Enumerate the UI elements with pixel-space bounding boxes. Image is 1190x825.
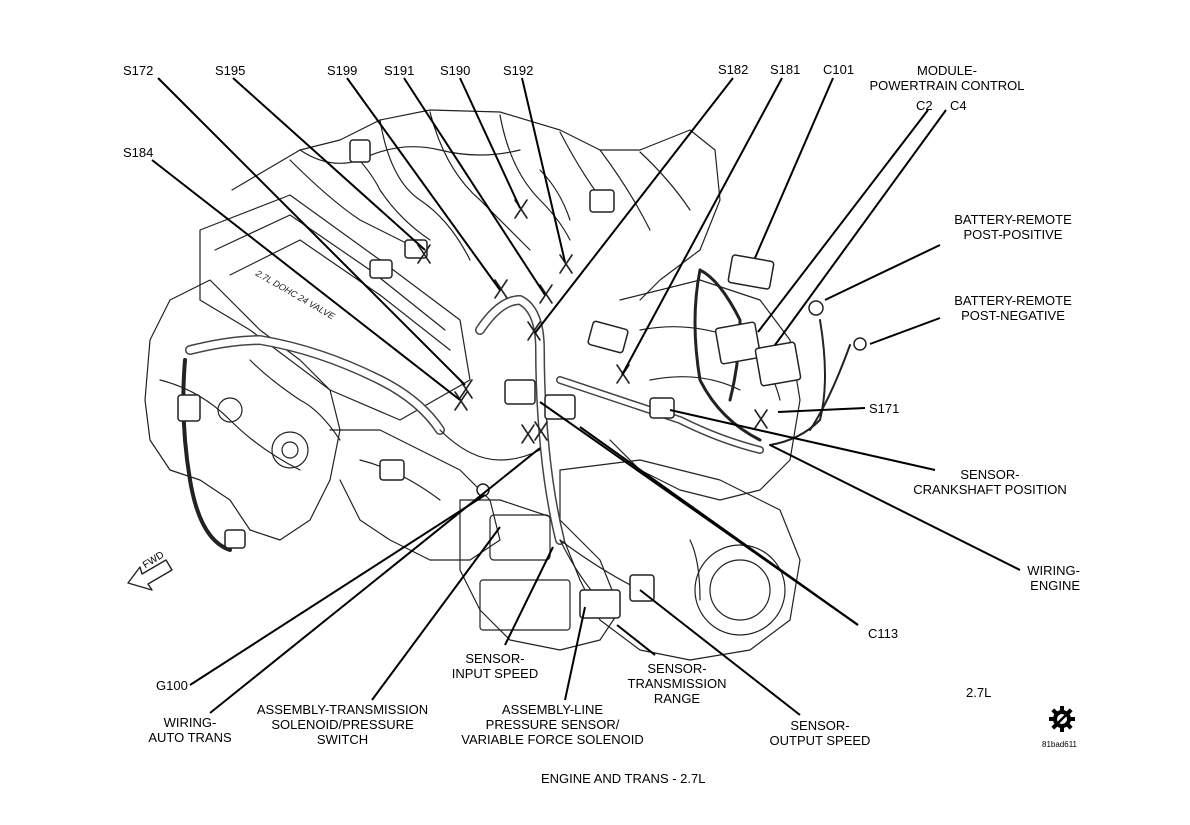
trans-range-line3: RANGE [653,691,701,706]
label-assembly-transmission-solenoid: ASSEMBLY-TRANSMISSION SOLENOID/PRESSURE … [240,702,445,747]
wiring-engine-line1: WIRING- [1027,563,1080,578]
label-s181: S181 [770,62,801,77]
label-c101: C101 [823,62,855,77]
bat-pos-line1: BATTERY-REMOTE [954,212,1072,227]
engine-illustration: 2.7L DOHC 24 VALVE [127,109,867,661]
solenoid-line3: SWITCH [316,732,369,747]
crank-line1: SENSOR- [960,467,1020,482]
label-s191: S191 [384,63,415,78]
wiring-auto-line2: AUTO TRANS [148,730,232,745]
label-s190: S190 [440,63,471,78]
label-s172: S172 [123,63,154,78]
label-s192: S192 [503,63,534,78]
solenoid-line2: SOLENOID/PRESSURE [271,717,414,732]
label-sensor-input-speed: SENSOR- INPUT SPEED [440,651,550,681]
output-speed-line1: SENSOR- [790,718,850,733]
trans-range-line2: TRANSMISSION [627,676,727,691]
label-engine-code: 2.7L [966,685,992,700]
label-sensor-output-speed: SENSOR- OUTPUT SPEED [755,718,885,748]
bat-neg-line1: BATTERY-REMOTE [954,293,1072,308]
bat-neg-line2: POST-NEGATIVE [961,308,1065,323]
linepress-line1: ASSEMBLY-LINE [501,702,604,717]
input-speed-line1: SENSOR- [465,651,525,666]
bat-pos-line2: POST-POSITIVE [963,227,1063,242]
label-s171: S171 [869,401,900,416]
label-battery-remote-post-negative: BATTERY-REMOTE POST-NEGATIVE [938,293,1088,323]
label-s199: S199 [327,63,358,78]
leader-lines [151,77,1021,716]
label-g100: G100 [156,678,188,693]
label-wiring-engine: WIRING- ENGINE [1000,563,1080,593]
label-s182: S182 [718,62,749,77]
gear-service-icon [1049,706,1075,732]
crank-line2: CRANKSHAFT POSITION [913,482,1067,497]
label-c4: C4 [950,98,967,113]
output-speed-line2: OUTPUT SPEED [769,733,871,748]
figure-id: 81bad611 [1042,740,1077,749]
label-s184: S184 [123,145,154,160]
input-speed-line2: INPUT SPEED [451,666,539,681]
label-sensor-transmission-range: SENSOR- TRANSMISSION RANGE [612,661,742,706]
label-c113: C113 [868,626,899,641]
wiring-auto-line1: WIRING- [163,715,217,730]
linepress-line2: PRESSURE SENSOR/ [485,717,620,732]
label-battery-remote-post-positive: BATTERY-REMOTE POST-POSITIVE [938,212,1088,242]
pcm-label-line2: POWERTRAIN CONTROL [869,78,1025,93]
label-s195: S195 [215,63,246,78]
solenoid-line1: ASSEMBLY-TRANSMISSION [256,702,429,717]
trans-range-line1: SENSOR- [647,661,707,676]
figure-caption: ENGINE AND TRANS - 2.7L [541,771,706,786]
label-sensor-crankshaft-position: SENSOR- CRANKSHAFT POSITION [900,467,1080,497]
linepress-line3: VARIABLE FORCE SOLENOID [461,732,644,747]
label-wiring-auto-trans: WIRING- AUTO TRANS [130,715,250,745]
wiring-engine-line2: ENGINE [1030,578,1080,593]
label-c2: C2 [916,98,933,113]
label-module-powertrain-control: MODULE- POWERTRAIN CONTROL [858,63,1036,93]
pcm-label-line1: MODULE- [917,63,977,78]
label-assembly-line-pressure-sensor: ASSEMBLY-LINE PRESSURE SENSOR/ VARIABLE … [440,702,665,747]
